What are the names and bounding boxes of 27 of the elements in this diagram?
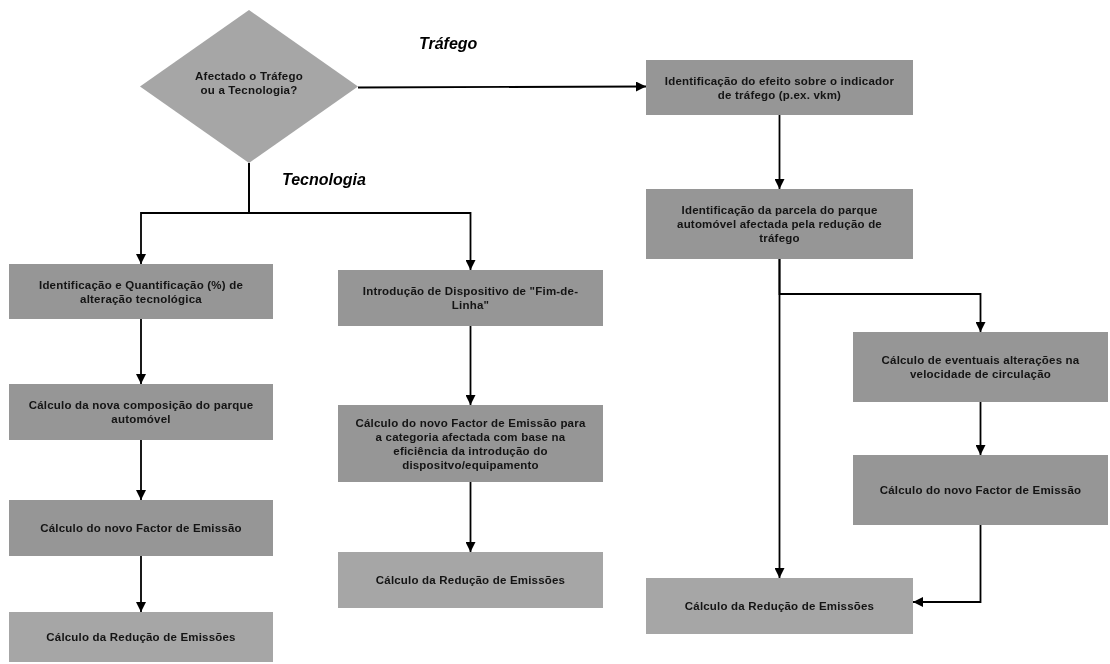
process-box: Cálculo do novo Factor de Emissão para a categoria afectada com base na eficiência da introdução do dispositvo/equipamento <box>338 405 603 482</box>
edge-label: Tecnologia <box>280 171 368 189</box>
arrow <box>136 439 146 501</box>
process-box: Identificação da parcela do parque automóvel afectada pela redução de tráfego <box>646 189 913 259</box>
decision-text: Afectado o Tráfego ou a Tecnologia? <box>194 68 304 97</box>
process-box: Cálculo de eventuais alterações na velocidade de circulação <box>853 332 1108 402</box>
arrow <box>975 401 986 456</box>
arrow <box>248 162 476 271</box>
arrow <box>465 325 476 406</box>
process-box: Cálculo da Redução de Emissões <box>338 552 603 608</box>
process-box: Cálculo do novo Factor de Emissão <box>853 455 1108 525</box>
process-box: Cálculo da Redução de Emissões <box>646 578 913 634</box>
arrow <box>912 524 982 607</box>
edge-label: Tráfego <box>417 35 480 53</box>
decision-diamond <box>140 10 358 163</box>
arrow <box>136 555 146 613</box>
process-box: Identificação e Quantificação (%) de alteração tecnológica <box>9 264 273 319</box>
arrow <box>136 318 146 385</box>
process-box: Cálculo da nova composição do parque automóvel <box>9 384 273 440</box>
process-box: Introdução de Dispositivo de "Fim-de-Linha" <box>338 270 603 326</box>
arrow <box>774 114 785 190</box>
arrow <box>357 81 647 92</box>
arrow <box>465 481 476 553</box>
process-box: Identificação do efeito sobre o indicador de tráfego (p.ex. vkm) <box>646 60 913 115</box>
arrow <box>778 258 986 333</box>
process-box: Cálculo da Redução de Emissões <box>9 612 273 662</box>
process-box: Cálculo do novo Factor de Emissão <box>9 500 273 556</box>
